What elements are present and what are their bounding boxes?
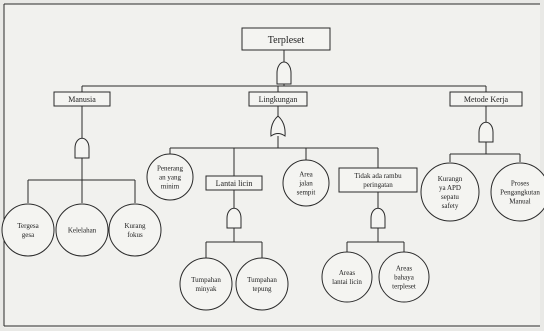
event-tumpahan-tepung-line: tepung bbox=[252, 285, 272, 293]
event-kurangnya-apd-line: ya APD bbox=[439, 184, 461, 192]
event-proses-manual-line: Pengangkutan bbox=[500, 188, 540, 196]
lingkungan-label: Lingkungan bbox=[259, 95, 298, 104]
event-area-jalan-sempit-line: jalan bbox=[298, 179, 313, 187]
event-area-bahaya-line: Areas bbox=[396, 264, 413, 272]
event-kurangnya-apd bbox=[420, 162, 480, 222]
manusia-gate bbox=[74, 137, 90, 159]
event-area-jalan-sempit bbox=[282, 159, 330, 207]
event-area-bahaya-line: terpleset bbox=[392, 282, 416, 290]
event-tergesa-gesa-line: gesa bbox=[22, 231, 35, 239]
event-tergesa-gesa-line: Tergesa bbox=[17, 222, 39, 230]
lantai-licin-label: Lantai licin bbox=[216, 179, 253, 188]
event-kelelahan-line: Kelelahan bbox=[68, 226, 97, 234]
tidak-ada-rambu-box bbox=[338, 167, 418, 193]
metode-kerja-gate bbox=[478, 121, 494, 143]
event-area-bahaya bbox=[378, 251, 430, 303]
event-penerang-line: an yang bbox=[159, 173, 181, 181]
event-area-bahaya-line: bahaya bbox=[394, 273, 415, 281]
event-proses-manual-line: Manual bbox=[509, 197, 530, 205]
tidak-ada-rambu-gate bbox=[370, 207, 386, 229]
event-kurangnya-apd-line: sepatu bbox=[441, 193, 459, 201]
metode-kerja-label: Metode Kerja bbox=[464, 95, 509, 104]
event-tumpahan-tepung-line: Tumpahan bbox=[247, 276, 277, 284]
event-proses-manual-line: Proses bbox=[511, 179, 530, 187]
top-event-label: Terpleset bbox=[268, 35, 305, 46]
event-tumpahan-minyak-line: minyak bbox=[196, 285, 217, 293]
event-penerang-line: minim bbox=[161, 182, 180, 190]
tidak-ada-rambu-label-line: Tidak ada rambu bbox=[354, 172, 402, 180]
lantai-licin-gate bbox=[226, 207, 242, 229]
event-penerang bbox=[146, 153, 194, 201]
manusia-label: Manusia bbox=[68, 95, 96, 104]
top-gate bbox=[276, 61, 292, 85]
event-tumpahan-tepung bbox=[235, 257, 289, 311]
lingkungan-gate bbox=[270, 115, 286, 137]
event-penerang-line: Penerang bbox=[157, 164, 184, 172]
top-event-box bbox=[241, 27, 331, 51]
tidak-ada-rambu-label-line: peringatan bbox=[363, 181, 393, 189]
event-kelelahan bbox=[55, 203, 109, 257]
event-tumpahan-minyak bbox=[179, 257, 233, 311]
event-proses-manual bbox=[490, 162, 544, 222]
event-kurang-fokus-line: fokus bbox=[127, 231, 143, 239]
event-area-lantai-licin-line: Areas bbox=[339, 269, 356, 277]
event-area-lantai-licin bbox=[321, 251, 373, 303]
event-kurang-fokus bbox=[108, 203, 162, 257]
event-kurangnya-apd-line: Kurangn bbox=[438, 175, 463, 183]
event-tumpahan-minyak-line: Tumpahan bbox=[191, 276, 221, 284]
event-tergesa-gesa bbox=[1, 203, 55, 257]
event-area-jalan-sempit-line: Area bbox=[299, 170, 313, 178]
event-kurangnya-apd-line: safety bbox=[442, 202, 459, 210]
event-area-lantai-licin-line: lantai licin bbox=[332, 278, 362, 286]
event-kurang-fokus-line: Kurang bbox=[125, 222, 146, 230]
event-area-jalan-sempit-line: sempit bbox=[297, 188, 316, 196]
